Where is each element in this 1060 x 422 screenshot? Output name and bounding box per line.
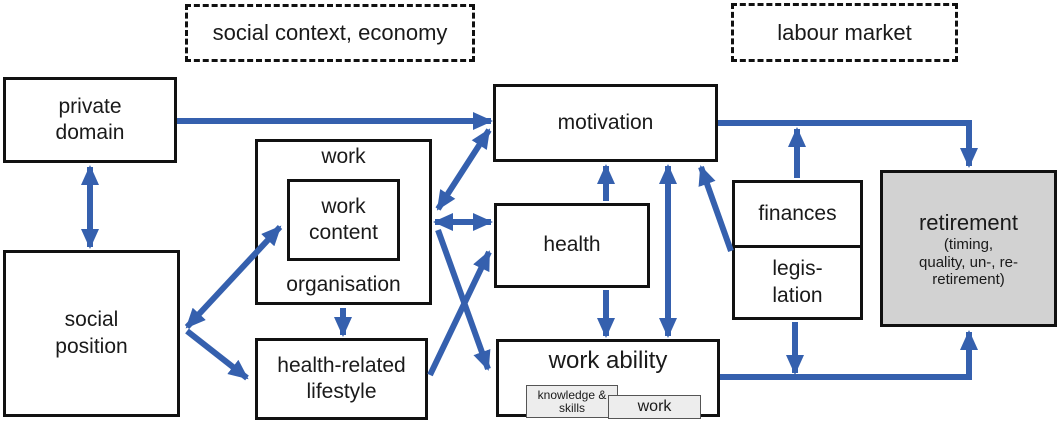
node-private-domain: private domain xyxy=(3,77,177,163)
edge-social-position-to-lifestyle xyxy=(185,328,249,381)
work-content-label: work content xyxy=(309,194,378,244)
chip-work: work xyxy=(608,395,701,419)
legislation-label: legis- lation xyxy=(772,256,822,309)
organisation-label: organisation xyxy=(286,272,401,296)
retirement-label: retirement xyxy=(918,209,1019,235)
node-retirement: retirement (timing, quality, un-, re- re… xyxy=(880,170,1057,327)
node-health: health xyxy=(494,203,650,288)
node-health-lifestyle: health-related lifestyle xyxy=(255,338,428,420)
edge-work-ability-to-retirement xyxy=(720,330,978,380)
node-social-position: social position xyxy=(3,250,180,417)
node-legislation: legis- lation xyxy=(732,245,863,320)
legislation-line1: legis- xyxy=(772,257,823,281)
work-ability-label: work ability xyxy=(548,347,668,374)
work-chip-label: work xyxy=(637,397,672,415)
private-domain-label: private domain xyxy=(55,94,125,144)
social-position-label: social position xyxy=(55,308,128,358)
node-finances: finances xyxy=(732,180,863,248)
node-work-content: work content xyxy=(287,179,400,261)
retirement-detail-line1: (timing, xyxy=(943,236,994,254)
finances-label: finances xyxy=(758,201,837,225)
retirement-detail-line3: retirement) xyxy=(932,270,1005,288)
node-work: work work content organisation xyxy=(255,139,432,305)
work-label: work xyxy=(321,145,366,168)
health-lifestyle-label: health-related lifestyle xyxy=(277,353,406,403)
legislation-line2: lation xyxy=(772,283,823,307)
context-box-social-context: social context, economy xyxy=(185,4,475,62)
node-work-ability: work ability knowledge & skills work xyxy=(496,339,720,419)
retirement-detail-line2: quality, un-, re- xyxy=(919,253,1018,271)
edge-finances-to-motivation xyxy=(698,165,734,253)
motivation-label: motivation xyxy=(557,110,654,134)
edge-lifestyle-to-health xyxy=(427,250,492,377)
chip-knowledge-skills: knowledge & skills xyxy=(526,385,618,418)
edge-work-to-work-ability xyxy=(435,228,491,371)
context-box-labour-market: labour market xyxy=(731,3,958,62)
edge-motivation-to-retirement xyxy=(718,120,978,168)
node-motivation: motivation xyxy=(493,84,718,162)
labour-market-label: labour market xyxy=(777,19,912,45)
health-label: health xyxy=(543,233,601,257)
knowledge-skills-label: knowledge & skills xyxy=(537,387,607,415)
edge-work-to-motivation xyxy=(435,128,492,211)
social-context-label: social context, economy xyxy=(212,20,448,45)
